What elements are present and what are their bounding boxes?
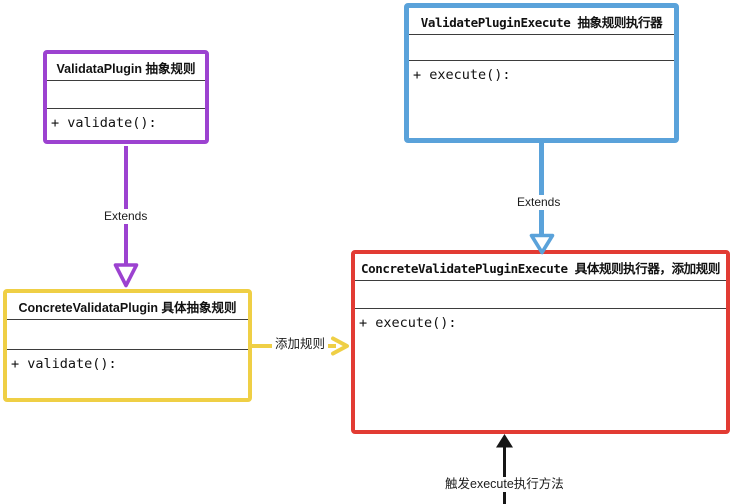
class-attributes-section bbox=[355, 281, 726, 309]
class-box-concrete-validata-plugin: ConcreteValidataPlugin 具体抽象规则 + validate… bbox=[3, 289, 252, 402]
class-box-validata-plugin: ValidataPlugin 抽象规则 + validate(): bbox=[43, 50, 209, 144]
extends-label-right: Extends bbox=[514, 195, 564, 210]
class-attributes-section bbox=[47, 81, 205, 109]
open-chevron-arrowhead-right-icon bbox=[331, 336, 349, 356]
add-rule-label: 添加规则 bbox=[272, 337, 329, 352]
hollow-triangle-arrowhead-down-icon bbox=[529, 233, 555, 255]
trigger-execute-label: 触发execute执行方法 bbox=[442, 477, 567, 492]
extends-label-left: Extends bbox=[101, 209, 151, 224]
class-method-label: + validate(): bbox=[11, 356, 117, 372]
class-title: ConcreteValidataPlugin 具体抽象规则 bbox=[7, 293, 248, 320]
extends-connector-line-blue bbox=[539, 143, 544, 237]
class-method-label: + execute(): bbox=[359, 315, 457, 331]
class-method-label: + execute(): bbox=[413, 67, 511, 83]
class-method-label: + validate(): bbox=[51, 115, 157, 131]
extends-connector-line-purple bbox=[124, 146, 128, 266]
solid-triangle-arrowhead-up-icon bbox=[496, 434, 513, 448]
trigger-execute-connector-line bbox=[503, 444, 506, 504]
class-title: ValidataPlugin 抽象规则 bbox=[47, 54, 205, 81]
class-attributes-section bbox=[409, 35, 674, 61]
class-attributes-section bbox=[7, 320, 248, 350]
class-box-concrete-validate-plugin-execute: ConcreteValidatePluginExecute 具体规则执行器，添加… bbox=[351, 250, 730, 434]
class-box-validate-plugin-execute: ValidatePluginExecute 抽象规则执行器 + execute(… bbox=[404, 3, 679, 143]
class-title: ConcreteValidatePluginExecute 具体规则执行器，添加… bbox=[355, 254, 726, 281]
hollow-triangle-arrowhead-down-icon bbox=[113, 263, 139, 288]
class-title: ValidatePluginExecute 抽象规则执行器 bbox=[409, 8, 674, 35]
